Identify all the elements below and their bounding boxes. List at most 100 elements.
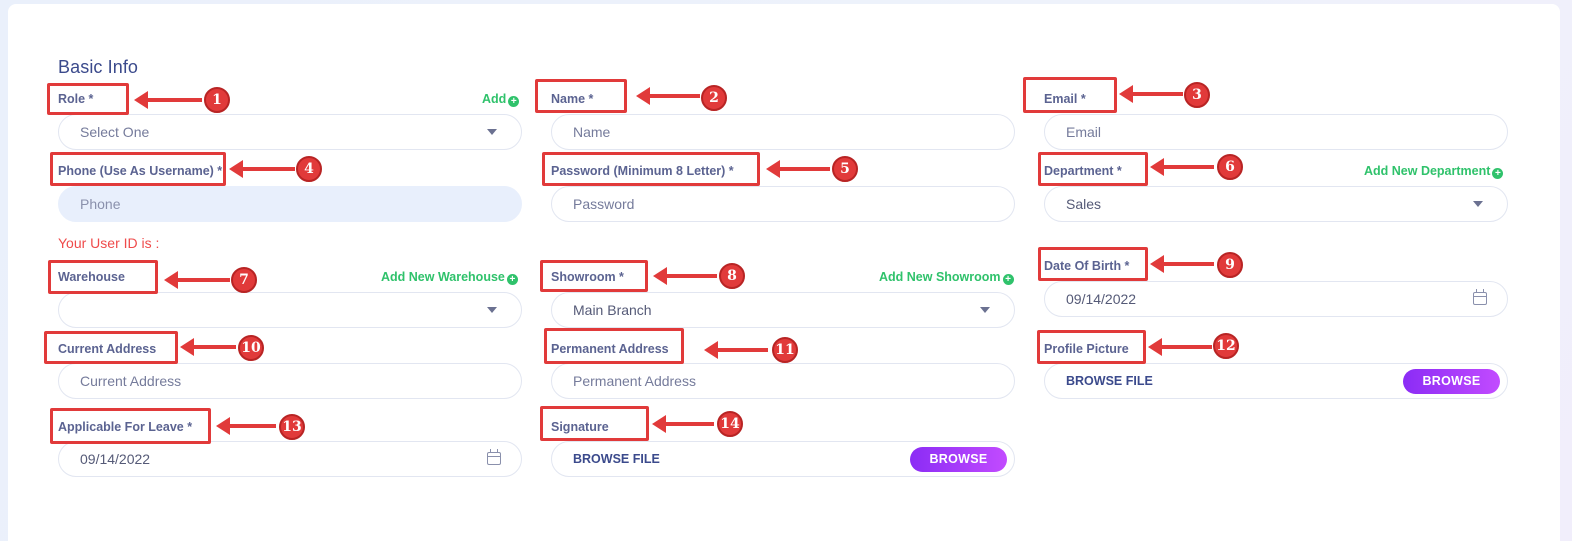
annotation-box: [47, 83, 129, 115]
warehouse-select[interactable]: [58, 292, 522, 328]
add-department-label: Add New Department: [1364, 164, 1491, 178]
current-address-label: Current Address: [58, 342, 157, 356]
phone-label: Phone (Use As Username) *: [58, 164, 223, 178]
password-input[interactable]: Password: [551, 186, 1015, 222]
annotation-arrow: [1119, 85, 1183, 103]
chevron-down-icon: [487, 307, 497, 313]
email-label: Email *: [1044, 92, 1086, 106]
dob-label: Date Of Birth *: [1044, 259, 1130, 273]
chevron-down-icon: [980, 307, 990, 313]
annotation-arrow: [164, 271, 230, 289]
annotation-box: [50, 408, 211, 444]
annotation-box: [1038, 152, 1148, 186]
annotation-box: [535, 79, 627, 113]
add-showroom-label: Add New Showroom: [879, 270, 1001, 284]
annotation-arrow: [229, 160, 295, 178]
leave-value: 09/14/2022: [80, 451, 151, 467]
signature-file-text: BROWSE FILE: [573, 452, 660, 466]
annotation-arrow: [180, 338, 236, 356]
role-label: Role *: [58, 92, 94, 106]
department-select-value: Sales: [1066, 196, 1102, 212]
annotation-box: [1037, 330, 1146, 364]
annotation-badge: 9: [1217, 252, 1243, 278]
current-address-placeholder: Current Address: [80, 373, 182, 389]
permanent-address-input[interactable]: Permanent Address: [551, 363, 1015, 399]
annotation-box: [50, 152, 226, 186]
name-label: Name *: [551, 92, 594, 106]
calendar-icon[interactable]: [1473, 289, 1487, 305]
annotation-box: [48, 260, 158, 294]
showroom-select[interactable]: Main Branch: [551, 292, 1015, 328]
plus-circle-icon: +: [506, 274, 518, 285]
profile-picture-file-input[interactable]: BROWSE FILE BROWSE: [1044, 363, 1508, 399]
password-placeholder: Password: [573, 196, 635, 212]
annotation-box: [1038, 247, 1148, 281]
signature-file-input[interactable]: BROWSE FILE BROWSE: [551, 441, 1015, 477]
role-select[interactable]: Select One: [58, 114, 522, 150]
annotation-badge: 10: [238, 335, 264, 361]
annotation-badge: 13: [279, 414, 305, 440]
annotation-badge: 12: [1213, 333, 1239, 359]
plus-circle-icon: +: [1002, 274, 1014, 285]
annotation-box: [540, 406, 649, 441]
phone-input[interactable]: Phone: [58, 186, 522, 222]
password-label: Password (Minimum 8 Letter) *: [551, 164, 734, 178]
chevron-down-icon: [487, 129, 497, 135]
annotation-box: [44, 331, 178, 364]
chevron-down-icon: [1473, 201, 1483, 207]
annotation-arrow: [704, 341, 768, 359]
permanent-address-label: Permanent Address: [551, 342, 669, 356]
calendar-icon[interactable]: [487, 449, 501, 465]
signature-label: Signature: [551, 420, 609, 434]
add-role-label: Add: [482, 92, 507, 106]
role-select-value: Select One: [80, 124, 150, 140]
name-placeholder: Name: [573, 124, 611, 140]
annotation-box: [542, 152, 760, 186]
annotation-arrow: [1148, 338, 1212, 356]
plus-circle-icon: +: [508, 96, 520, 107]
annotation-badge: 4: [296, 156, 322, 182]
annotation-arrow: [216, 417, 276, 435]
annotation-badge: 8: [719, 263, 745, 289]
dob-value: 09/14/2022: [1066, 291, 1137, 307]
annotation-arrow: [134, 91, 202, 109]
annotation-box: [1023, 77, 1117, 113]
profile-picture-browse-button[interactable]: BROWSE: [1403, 369, 1500, 394]
annotation-box: [540, 260, 648, 292]
user-id-text: Your User ID is :: [58, 235, 160, 251]
permanent-address-placeholder: Permanent Address: [573, 373, 696, 389]
annotation-box: [544, 328, 684, 364]
annotation-arrow: [1150, 255, 1214, 273]
signature-browse-button[interactable]: BROWSE: [910, 447, 1007, 472]
annotation-badge: 5: [832, 156, 858, 182]
department-select[interactable]: Sales: [1044, 186, 1508, 222]
add-showroom-link[interactable]: Add New Showroom+: [879, 270, 1014, 285]
add-warehouse-link[interactable]: Add New Warehouse+: [381, 270, 518, 285]
annotation-badge: 7: [231, 267, 257, 293]
annotation-arrow: [766, 160, 830, 178]
annotation-badge: 14: [717, 411, 743, 437]
profile-picture-label: Profile Picture: [1044, 342, 1129, 356]
annotation-arrow: [636, 87, 700, 105]
annotation-arrow: [652, 415, 714, 433]
annotation-badge: 3: [1184, 82, 1210, 108]
annotation-badge: 6: [1217, 154, 1243, 180]
annotation-arrow: [1150, 158, 1214, 176]
showroom-label: Showroom *: [551, 270, 624, 284]
email-input[interactable]: Email: [1044, 114, 1508, 150]
dob-date-input[interactable]: 09/14/2022: [1044, 281, 1508, 317]
name-input[interactable]: Name: [551, 114, 1015, 150]
leave-date-input[interactable]: 09/14/2022: [58, 441, 522, 477]
add-department-link[interactable]: Add New Department+: [1364, 164, 1504, 179]
current-address-input[interactable]: Current Address: [58, 363, 522, 399]
phone-placeholder: Phone: [80, 196, 121, 212]
add-role-link[interactable]: Add+: [482, 92, 520, 107]
profile-picture-file-text: BROWSE FILE: [1066, 374, 1153, 388]
warehouse-label: Warehouse: [58, 270, 125, 284]
plus-circle-icon: +: [1492, 168, 1504, 179]
section-title: Basic Info: [58, 57, 139, 77]
add-warehouse-label: Add New Warehouse: [381, 270, 505, 284]
department-label: Department *: [1044, 164, 1122, 178]
email-placeholder: Email: [1066, 124, 1102, 140]
showroom-select-value: Main Branch: [573, 302, 652, 318]
